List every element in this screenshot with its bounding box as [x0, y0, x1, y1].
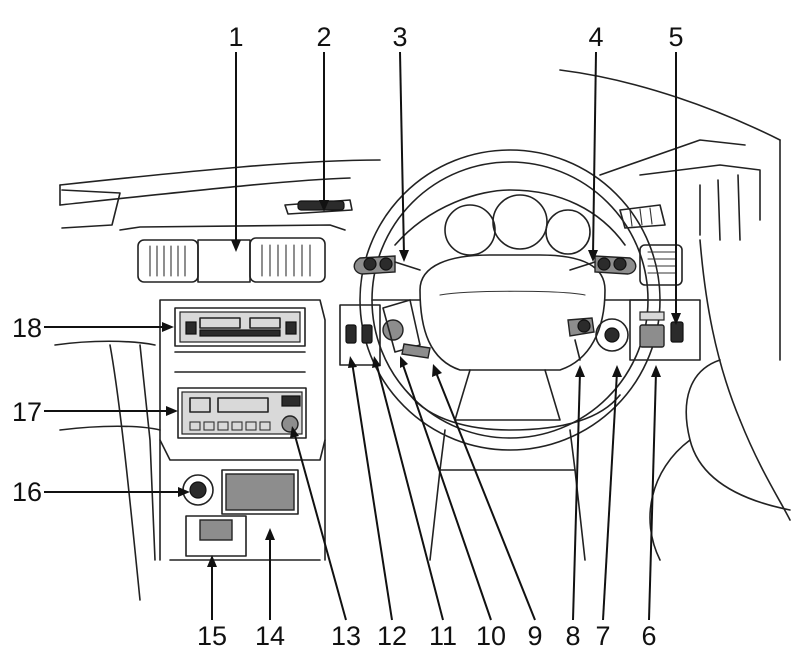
switch-5	[670, 321, 684, 343]
callout-labels: 1 2 3 4 5 6 7 8 9 10 11 12 13 14 15 16 1…	[12, 22, 684, 651]
label-1: 1	[228, 22, 243, 52]
label-10: 10	[476, 621, 506, 651]
label-9: 9	[527, 621, 542, 651]
knob-10	[382, 319, 404, 341]
leader-arrowheads	[162, 200, 681, 567]
label-11: 11	[429, 621, 457, 651]
steering-hub	[419, 254, 606, 371]
switch-12	[345, 324, 357, 344]
ignition-switch	[604, 327, 620, 343]
label-12: 12	[377, 621, 407, 651]
power-outlet	[199, 519, 233, 541]
cigarette-lighter	[189, 481, 207, 499]
leader-lines	[44, 51, 677, 621]
lever-9	[401, 343, 431, 359]
label-14: 14	[255, 621, 285, 651]
label-2: 2	[316, 22, 331, 52]
label-18: 18	[12, 313, 42, 343]
label-4: 4	[588, 22, 603, 52]
label-15: 15	[197, 621, 227, 651]
label-8: 8	[565, 621, 580, 651]
switch-11	[361, 324, 373, 344]
label-3: 3	[392, 22, 407, 52]
switch-6	[639, 324, 665, 348]
ashtray	[225, 473, 295, 511]
dashboard-drawing	[54, 69, 791, 601]
label-7: 7	[595, 621, 610, 651]
button-13	[281, 395, 301, 407]
label-13: 13	[331, 621, 361, 651]
label-16: 16	[12, 477, 42, 507]
label-6: 6	[641, 621, 656, 651]
label-5: 5	[668, 22, 683, 52]
label-17: 17	[12, 397, 42, 427]
